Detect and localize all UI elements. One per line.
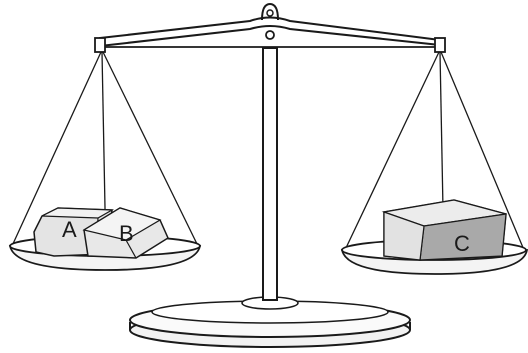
block-a-label: A (62, 217, 77, 242)
block-c: C (384, 200, 506, 260)
scale-pillar (263, 48, 277, 300)
block-b-label: B (119, 221, 134, 246)
scale-beam (95, 4, 445, 52)
scale-base (130, 297, 410, 347)
block-c-label: C (454, 231, 470, 256)
